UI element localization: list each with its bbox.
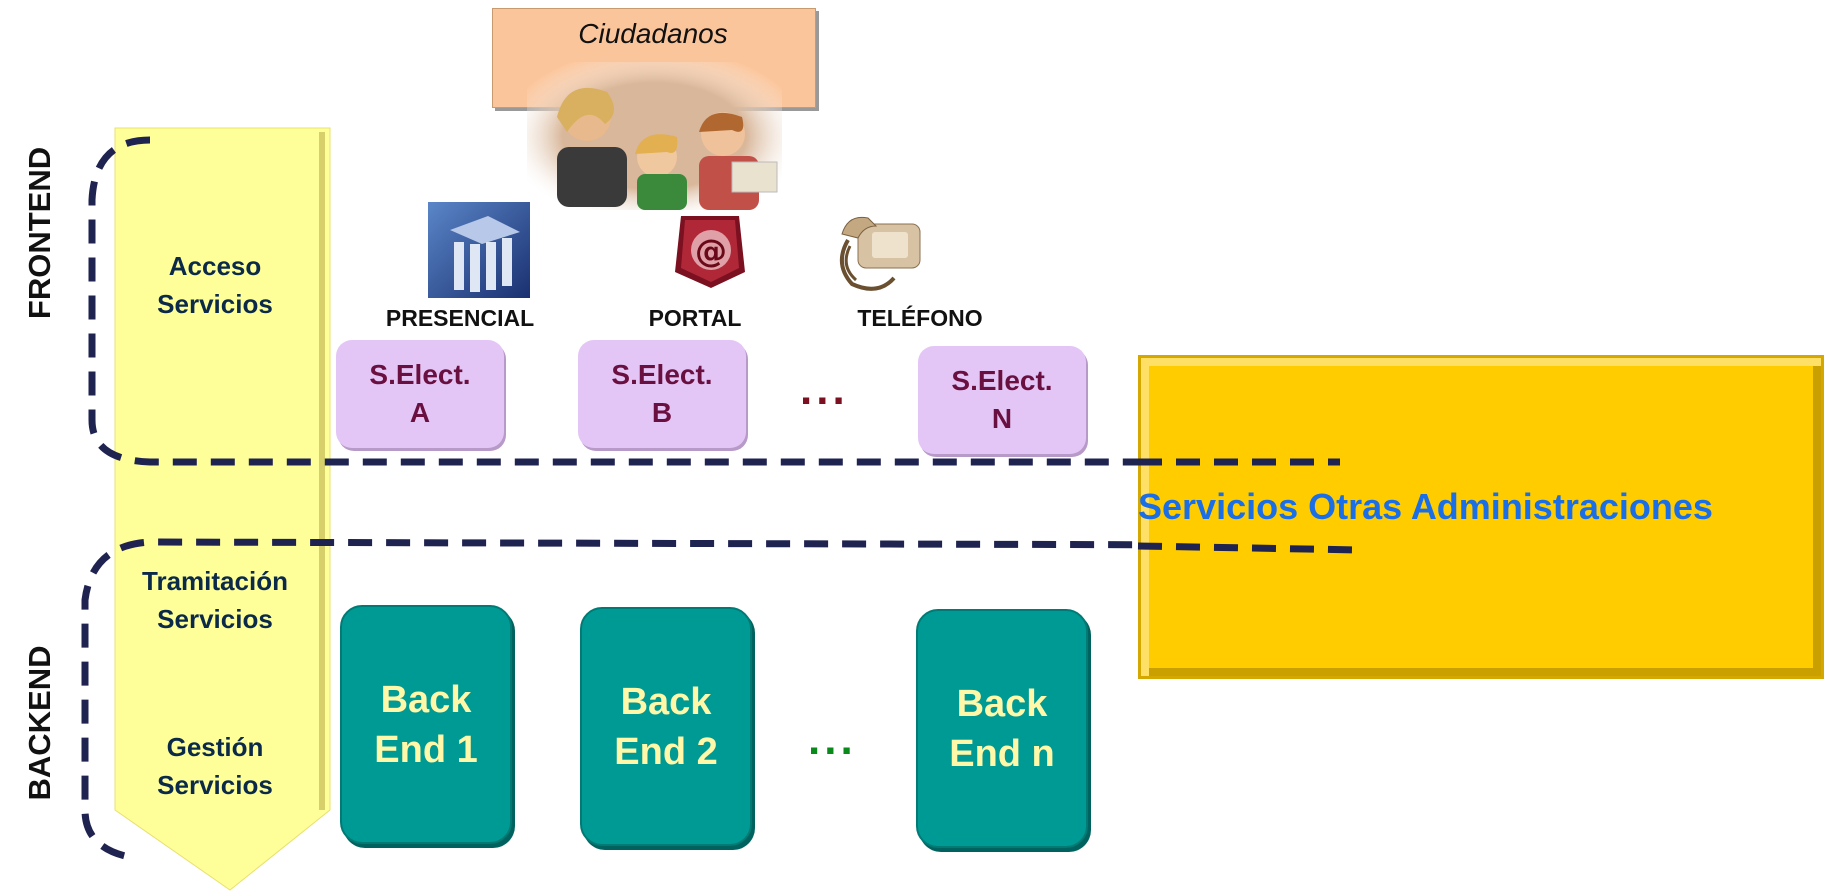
- gestion-line-2: Servicios: [157, 770, 273, 800]
- building-icon: [428, 202, 530, 298]
- acceso-servicios-label: Acceso Servicios: [120, 247, 310, 323]
- service-box-n: S.Elect. N: [918, 346, 1086, 454]
- acceso-line-2: Servicios: [157, 289, 273, 319]
- backend-n-line-1: Back: [956, 682, 1048, 725]
- backend-bracket: [81, 538, 1361, 862]
- frontend-bracket: [88, 136, 1340, 466]
- telephone-icon: [840, 216, 921, 291]
- tramitacion-line-1: Tramitación: [142, 566, 288, 596]
- service-b-line-2: B: [651, 397, 673, 428]
- service-box-b: S.Elect. B: [578, 340, 746, 448]
- backend-box-2: Back End 2: [580, 607, 752, 846]
- backend-1-line-2: End 1: [374, 728, 478, 771]
- channel-telefono-label: TELÉFONO: [857, 305, 983, 331]
- gestion-servicios-label: Gestión Servicios: [120, 728, 310, 804]
- service-a-line-1: S.Elect.: [369, 359, 471, 390]
- backend-box-n: Back End n: [916, 609, 1088, 848]
- frontend-label: FRONTEND: [22, 146, 57, 320]
- citizens-photo: [527, 62, 782, 210]
- email-at-icon: @: [675, 216, 745, 288]
- service-n-line-2: N: [991, 403, 1013, 434]
- svg-text:@: @: [695, 232, 727, 270]
- backend-1-line-1: Back: [380, 678, 472, 721]
- acceso-line-1: Acceso: [168, 251, 262, 281]
- tramitacion-servicios-label: Tramitación Servicios: [118, 562, 312, 638]
- gestion-line-1: Gestión: [166, 732, 264, 762]
- tramitacion-line-2: Servicios: [157, 604, 273, 634]
- backend-box-1: Back End 1: [340, 605, 512, 844]
- channel-portal-label: PORTAL: [648, 305, 742, 331]
- external-admin-box: [1138, 355, 1824, 679]
- channel-presencial-label: PRESENCIAL: [385, 305, 535, 331]
- service-box-a: S.Elect. A: [336, 340, 504, 448]
- service-n-line-1: S.Elect.: [951, 365, 1053, 396]
- services-ellipsis: ...: [800, 365, 849, 414]
- backend-2-line-1: Back: [620, 680, 712, 723]
- external-admin-label: Servicios Otras Administraciones: [1138, 486, 1713, 527]
- service-a-line-2: A: [409, 397, 431, 428]
- citizens-label: Ciudadanos: [578, 18, 728, 49]
- backend-2-line-2: End 2: [614, 730, 718, 773]
- backend-label: BACKEND: [22, 645, 57, 801]
- service-b-line-1: S.Elect.: [611, 359, 713, 390]
- backend-n-line-2: End n: [949, 732, 1055, 775]
- backends-ellipsis: ...: [808, 715, 857, 764]
- layer-band: [114, 127, 331, 891]
